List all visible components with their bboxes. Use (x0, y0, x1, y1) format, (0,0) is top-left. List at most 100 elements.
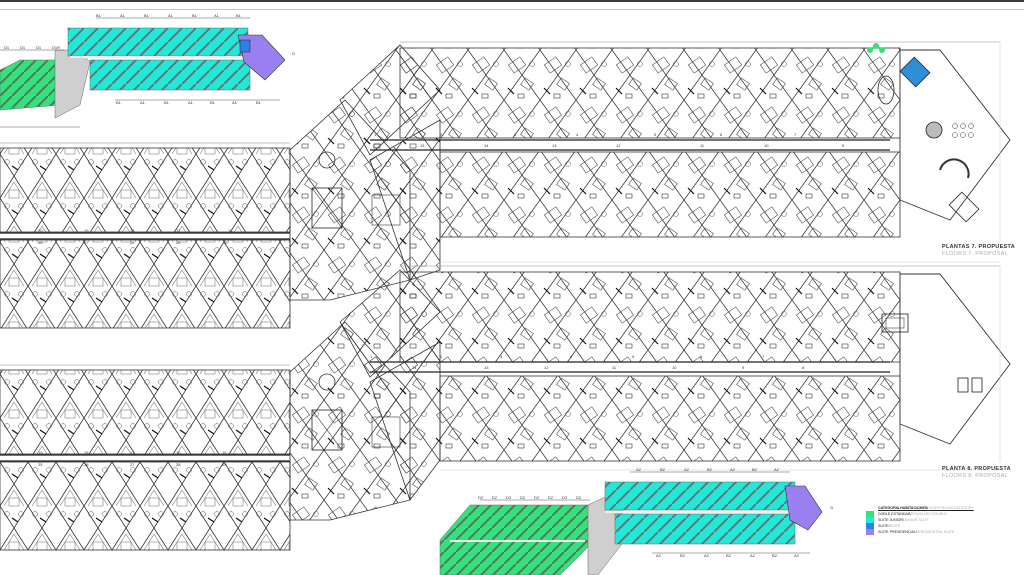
svg-text:B1: B1 (236, 13, 242, 18)
svg-text:20: 20 (38, 228, 43, 233)
svg-text:5: 5 (654, 132, 657, 137)
svg-text:7: 7 (762, 354, 765, 359)
svg-text:6: 6 (700, 354, 703, 359)
svg-text:D1R: D1R (52, 45, 60, 50)
svg-text:D1: D1 (20, 45, 26, 50)
svg-text:A2: A2 (774, 467, 780, 472)
svg-text:D2: D2 (506, 495, 512, 500)
svg-text:A2: A2 (730, 467, 736, 472)
svg-text:14: 14 (484, 143, 489, 148)
top-border-bar (0, 0, 1024, 2)
svg-text:2: 2 (440, 132, 443, 137)
svg-text:G: G (292, 51, 295, 56)
keyplan-top (0, 17, 286, 128)
svg-text:D2: D2 (562, 495, 568, 500)
svg-text:B2: B2 (772, 553, 778, 558)
floor-8-title-es: PLANTA 8. PROPUESTA (942, 466, 1011, 472)
svg-text:A1: A1 (214, 13, 220, 18)
floor-8-title-en: FLOORS 8. PROPOSAL (942, 473, 1008, 479)
svg-text:10: 10 (672, 365, 677, 370)
svg-text:B2: B2 (752, 467, 758, 472)
swatch-standard-double (866, 511, 874, 517)
svg-text:A2: A2 (636, 467, 642, 472)
legend-item-standard-double: DOBLE ESTANDAR/ STANDARD DOUBLE (866, 511, 974, 517)
svg-text:19: 19 (38, 450, 43, 455)
svg-text:17: 17 (130, 450, 135, 455)
svg-text:A1: A1 (120, 13, 126, 18)
legend-item-suite: SUITE/ SUITE (866, 523, 974, 529)
svg-text:8: 8 (802, 365, 805, 370)
svg-text:G: G (830, 505, 833, 510)
svg-text:3: 3 (500, 354, 503, 359)
svg-text:26: 26 (84, 462, 89, 467)
svg-text:16: 16 (176, 450, 181, 455)
svg-text:28: 28 (130, 240, 135, 245)
svg-text:D2: D2 (520, 495, 526, 500)
svg-text:27: 27 (130, 462, 135, 467)
svg-text:29: 29 (176, 240, 181, 245)
svg-text:11: 11 (700, 143, 705, 148)
svg-text:D2: D2 (478, 495, 484, 500)
svg-text:D2: D2 (492, 495, 498, 500)
svg-text:B1: B1 (256, 100, 262, 105)
svg-text:3: 3 (514, 132, 517, 137)
svg-text:13: 13 (552, 143, 557, 148)
svg-text:12: 12 (544, 365, 549, 370)
svg-text:11: 11 (612, 365, 617, 370)
floor-8-title: PLANTA 8. PROPUESTA FLOORS 8. PROPOSAL (942, 466, 1011, 480)
legend-title: CATEGORIA HABITACIONES/ GUESTROOM CATEGO… (878, 506, 974, 510)
svg-text:6: 6 (720, 132, 723, 137)
svg-text:4: 4 (576, 132, 579, 137)
svg-text:18: 18 (130, 228, 135, 233)
svg-text:17: 17 (176, 228, 181, 233)
svg-text:A1: A1 (232, 100, 238, 105)
svg-text:A1: A1 (188, 100, 194, 105)
floor-8-plan (0, 265, 1011, 551)
svg-text:A2: A2 (684, 467, 690, 472)
keyplan-bottom-labels: A2 B2 A2 B2 A2 B2 A2 A2 B2 A2 B2 A2 B2 A… (478, 467, 833, 558)
svg-text:A2: A2 (750, 553, 756, 558)
svg-text:D1: D1 (36, 45, 42, 50)
svg-text:B2: B2 (660, 467, 666, 472)
floor-7-title-es: PLANTAS 7. PROPUESTA (942, 244, 1016, 250)
room-category-legend: CATEGORIA HABITACIONES/ GUESTROOM CATEGO… (866, 505, 974, 535)
svg-text:9: 9 (742, 365, 745, 370)
svg-text:10: 10 (764, 143, 769, 148)
svg-text:25: 25 (38, 462, 43, 467)
swatch-junior-suite (866, 517, 874, 523)
svg-text:D2: D2 (534, 495, 540, 500)
svg-text:A2: A2 (656, 553, 662, 558)
svg-text:27: 27 (84, 240, 89, 245)
svg-text:1: 1 (374, 132, 377, 137)
svg-text:B1: B1 (210, 100, 216, 105)
svg-text:18: 18 (84, 450, 89, 455)
svg-text:1: 1 (370, 354, 373, 359)
legend-item-presidential-suite: SUITE PRESIDENCIAL/ PRESIDENTIAL SUITE (866, 529, 974, 535)
svg-text:19: 19 (84, 228, 89, 233)
svg-text:28: 28 (176, 462, 181, 467)
svg-text:A2: A2 (704, 553, 710, 558)
svg-text:5: 5 (632, 354, 635, 359)
svg-text:B1: B1 (116, 100, 122, 105)
svg-text:B1: B1 (164, 100, 170, 105)
svg-text:12: 12 (616, 143, 621, 148)
svg-text:9: 9 (842, 143, 845, 148)
svg-text:B2: B2 (707, 467, 713, 472)
floor-7-room-numbers: 20 19 18 17 16 26 27 28 29 30 1 2 3 4 5 … (38, 132, 845, 245)
svg-text:A2: A2 (794, 553, 800, 558)
floor-7-plan (0, 41, 1011, 329)
svg-text:26: 26 (38, 240, 43, 245)
svg-text:D1: D1 (4, 45, 10, 50)
svg-text:29: 29 (222, 462, 227, 467)
svg-text:2: 2 (440, 354, 443, 359)
floor-7-title: PLANTAS 7. PROPUESTA FLOORS 7. PROPOSAL (942, 244, 1015, 258)
svg-text:A1: A1 (140, 100, 146, 105)
svg-text:A1: A1 (168, 13, 174, 18)
svg-text:4: 4 (570, 354, 573, 359)
svg-text:D2: D2 (548, 495, 554, 500)
svg-text:B2: B2 (680, 553, 686, 558)
swatch-suite (866, 523, 874, 529)
floor-7-title-en: FLOORS 7. PROPOSAL (942, 251, 1008, 257)
top-rule (0, 9, 1024, 10)
